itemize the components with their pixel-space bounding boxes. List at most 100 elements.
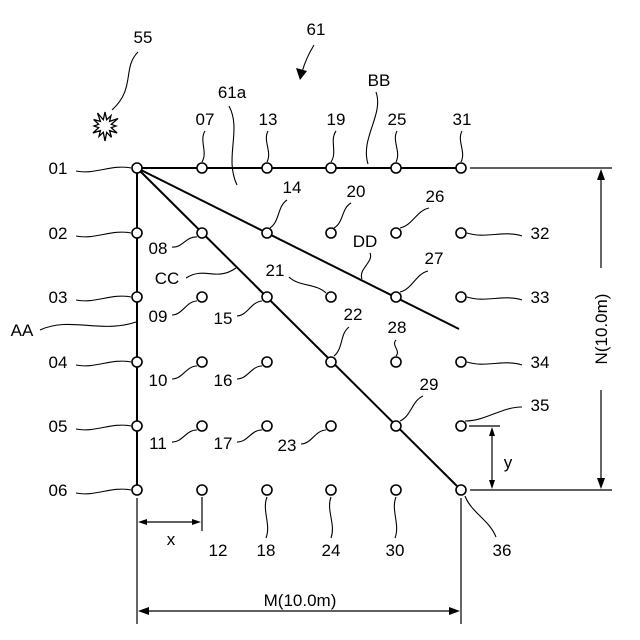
node-label-23: 23	[278, 436, 297, 455]
x-pitch-arrowhead-left	[138, 519, 147, 525]
node-leader-17	[237, 430, 262, 442]
node-30	[391, 485, 401, 495]
node-leader-30	[394, 497, 396, 538]
node-32	[456, 228, 466, 238]
node-label-34: 34	[531, 353, 550, 372]
node-leader-06	[76, 489, 131, 494]
node-17	[262, 421, 272, 431]
node-leader-24	[330, 497, 333, 538]
y-pitch-label: y	[504, 453, 513, 472]
node-leader-26	[400, 208, 429, 228]
width-dimension-label: M(10.0m)	[264, 591, 337, 610]
node-leader-08	[172, 237, 197, 247]
node-label-28: 28	[388, 318, 407, 337]
node-label-31: 31	[453, 110, 472, 129]
node-35	[456, 421, 466, 431]
node-16	[262, 357, 272, 367]
node-15	[262, 292, 272, 302]
node-label-12: 12	[209, 541, 228, 560]
node-label-36: 36	[493, 541, 512, 560]
node-26	[391, 228, 401, 238]
node-05	[132, 421, 142, 431]
node-label-01: 01	[49, 159, 68, 178]
node-29	[391, 421, 401, 431]
starburst-label: 55	[134, 28, 153, 47]
node-19	[326, 163, 336, 173]
line-aa-leader	[40, 322, 136, 330]
node-02	[132, 228, 142, 238]
node-06	[132, 485, 142, 495]
node-12	[197, 485, 207, 495]
node-label-06: 06	[49, 481, 68, 500]
node-label-21: 21	[266, 261, 285, 280]
node-10	[197, 357, 207, 367]
node-25	[391, 163, 401, 173]
node-04	[132, 357, 142, 367]
node-leader-36	[465, 496, 496, 537]
node-label-09: 09	[149, 307, 168, 326]
node-09	[197, 292, 207, 302]
node-33	[456, 292, 466, 302]
node-leader-34	[467, 362, 522, 365]
node-label-05: 05	[49, 417, 68, 436]
node-label-22: 22	[344, 305, 363, 324]
width-arrowhead-right	[449, 607, 460, 615]
node-label-14: 14	[283, 178, 302, 197]
node-label-20: 20	[347, 182, 366, 201]
node-leader-02	[76, 232, 131, 237]
node-leader-15	[237, 301, 262, 316]
node-label-16: 16	[214, 371, 233, 390]
node-leader-18	[265, 497, 267, 538]
node-24	[326, 485, 336, 495]
node-leader-04	[76, 361, 131, 366]
node-leader-31	[460, 131, 462, 162]
node-leader-35	[465, 407, 522, 421]
starburst-icon	[93, 112, 118, 141]
dimension-height: N(10.0m)	[470, 168, 612, 490]
node-leader-32	[467, 233, 522, 236]
line-dd-label: DD	[353, 232, 378, 251]
dimension-x-pitch: x	[138, 497, 202, 549]
node-leader-07	[202, 131, 205, 162]
node-leader-23	[301, 430, 326, 444]
node-leader-19	[331, 131, 336, 162]
node-leader-13	[266, 131, 268, 162]
width-arrowhead-left	[138, 607, 149, 615]
node-label-25: 25	[388, 110, 407, 129]
node-23	[326, 421, 336, 431]
node-label-17: 17	[214, 434, 233, 453]
line-bb-leader	[366, 92, 377, 164]
dimension-y-pitch: y	[469, 426, 513, 489]
line-cc-leader	[186, 268, 236, 278]
node-leader-05	[76, 425, 131, 430]
node-label-07: 07	[196, 110, 215, 129]
node-11	[197, 421, 207, 431]
node-label-32: 32	[531, 224, 550, 243]
node-03	[132, 292, 142, 302]
node-34	[456, 357, 466, 367]
node-label-35: 35	[531, 396, 550, 415]
line-cc-label: CC	[155, 269, 180, 288]
node-14	[262, 228, 272, 238]
figure-ref-arrowhead	[296, 68, 307, 80]
node-label-13: 13	[259, 110, 278, 129]
node-leader-25	[395, 131, 397, 162]
node-label-04: 04	[49, 353, 68, 372]
node-label-15: 15	[214, 309, 233, 328]
x-pitch-label: x	[167, 530, 176, 549]
node-label-26: 26	[426, 187, 445, 206]
figure-ref-arrow	[302, 45, 314, 72]
node-20	[326, 228, 336, 238]
node-leader-22	[334, 327, 349, 356]
y-pitch-arrowhead-top	[489, 427, 495, 436]
height-arrowhead-top	[597, 169, 605, 180]
height-dimension-label: N(10.0m)	[592, 294, 611, 365]
node-01	[132, 163, 142, 173]
node-leader-21	[289, 277, 326, 293]
node-label-29: 29	[420, 375, 439, 394]
node-22	[326, 357, 336, 367]
node-leader-20	[334, 203, 351, 228]
y-pitch-arrowhead-bottom	[489, 480, 495, 489]
node-leader-27	[400, 271, 428, 292]
